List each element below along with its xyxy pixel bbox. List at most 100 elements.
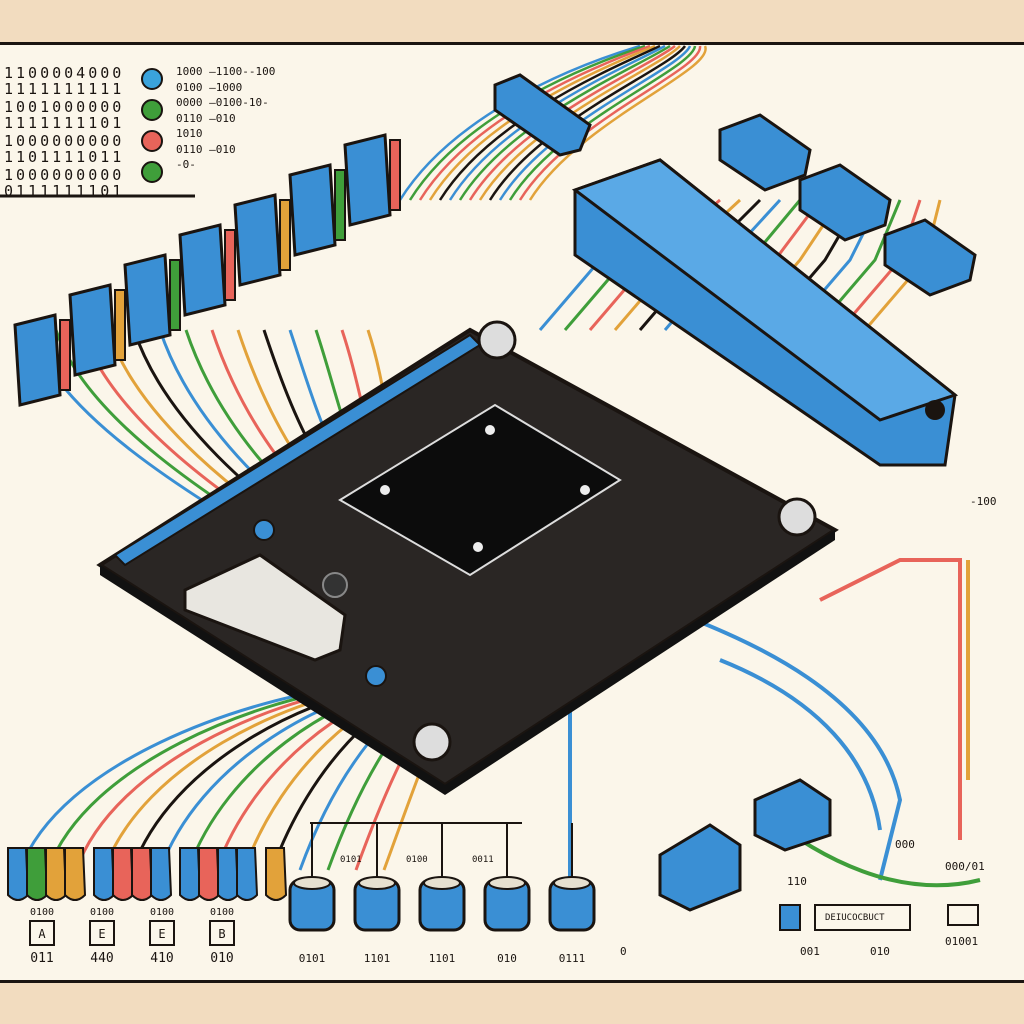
wire-plug: [131, 847, 154, 901]
binary-table: 1100004000111111111110010000001111111101…: [4, 64, 124, 200]
pin-header-connectors: [13, 133, 401, 407]
binary-row: 1001000000: [4, 98, 124, 116]
wire-plug: [7, 847, 30, 901]
legend-dot: [141, 130, 163, 152]
connector-code: 0100: [150, 907, 174, 918]
capacitor-top: [358, 876, 396, 890]
wire-plug: [179, 847, 202, 901]
wire-plug: [64, 847, 87, 901]
wire: [498, 45, 692, 201]
pin-header-side: [224, 229, 236, 301]
label-top-right: -100: [970, 495, 997, 508]
microcontroller-board: [96, 320, 839, 795]
register-text: DEIUCOCBUCT: [825, 913, 885, 923]
wire: [819, 558, 962, 840]
wire-plug: [112, 847, 135, 901]
bus-label: 0101: [340, 855, 362, 865]
wire: [518, 45, 702, 201]
capacitor-label: 1101: [364, 952, 391, 965]
wire-plug: [217, 847, 240, 901]
label-misc: 110: [787, 875, 807, 888]
legend-text: 1000 —1100--100: [176, 65, 275, 78]
main-chip: [338, 403, 622, 577]
lower-relays: [658, 778, 832, 912]
legend-dot: [141, 68, 163, 90]
connector-number: 010: [210, 951, 233, 966]
legend-dot: [141, 99, 163, 121]
pin-header: [13, 313, 62, 407]
legend-dot: [141, 161, 163, 183]
legend-text: 0110 —010: [176, 112, 236, 125]
connector-code: 0100: [30, 907, 54, 918]
usb-port: [183, 553, 347, 662]
wire: [488, 45, 687, 201]
mount-hole: [477, 320, 517, 360]
capacitor-label: 010: [497, 952, 517, 965]
connector-box: [209, 920, 235, 946]
relay-chip: [718, 113, 812, 192]
capacitor-label: 0111: [559, 952, 586, 965]
pin-header-side: [334, 169, 346, 241]
mount-hole: [777, 497, 817, 537]
connector-box: [89, 920, 115, 946]
wire: [508, 45, 697, 201]
connector-number: 410: [150, 951, 173, 966]
connector-code: 0100: [210, 907, 234, 918]
legend-text: 1010: [176, 127, 203, 140]
label-misc: 000/01: [945, 860, 985, 873]
top-connector: [493, 73, 592, 157]
wire-plugs: [7, 847, 288, 901]
wire-plug: [198, 847, 221, 901]
pin-header: [233, 193, 282, 287]
pin-header-side: [59, 319, 71, 391]
wire-plug: [265, 847, 288, 901]
pin-header-side: [389, 139, 401, 211]
pin-header: [68, 283, 117, 377]
wire: [478, 45, 681, 201]
pin-header-side: [169, 259, 181, 331]
capacitor-top: [488, 876, 526, 890]
legend-text: 0000 —0100-10-: [176, 96, 269, 109]
legend: 1000 —1100--100 0100 —1000 0000 —0100-10- 0…: [141, 65, 275, 183]
connector-box: [149, 920, 175, 946]
wire-plug: [150, 847, 173, 901]
pin-header: [178, 223, 227, 317]
capacitor-top: [553, 876, 591, 890]
connector-box-letter: A: [38, 927, 46, 941]
binary-row: 1111111101: [4, 114, 124, 132]
label-bottom: 010: [870, 945, 890, 958]
bus-label: 0011: [472, 855, 494, 865]
register-box: [779, 904, 979, 931]
connector-box-letter: E: [98, 927, 105, 941]
label-bottom-right: 01001: [945, 935, 978, 948]
pin-header-side: [279, 199, 291, 271]
relay-chip: [798, 163, 892, 242]
relay-chip: [883, 218, 977, 297]
binary-row: 1000000000: [4, 132, 124, 150]
pin-header-side: [114, 289, 126, 361]
legend-text: -0-: [176, 158, 196, 171]
wire: [468, 45, 676, 201]
connector-box: [29, 920, 55, 946]
label-misc: 0: [620, 945, 627, 958]
connector-box-letter: E: [158, 927, 165, 941]
pin-header: [288, 163, 337, 257]
connector-number: 011: [30, 951, 53, 966]
capacitor-top: [423, 876, 461, 890]
legend-text: 0100 —1000: [176, 81, 242, 94]
capacitor-top: [293, 876, 331, 890]
blue-connector-bar: [571, 158, 959, 467]
pin-header: [123, 253, 172, 347]
binary-row: 1100004000: [4, 64, 124, 82]
connector-number: 440: [90, 951, 113, 966]
label-misc: 000: [895, 838, 915, 851]
connector-code: 0100: [90, 907, 114, 918]
capacitor-label: 1101: [429, 952, 456, 965]
wire-plug: [45, 847, 68, 901]
binary-row: 1000000000: [4, 166, 124, 184]
wire-plug: [93, 847, 116, 901]
